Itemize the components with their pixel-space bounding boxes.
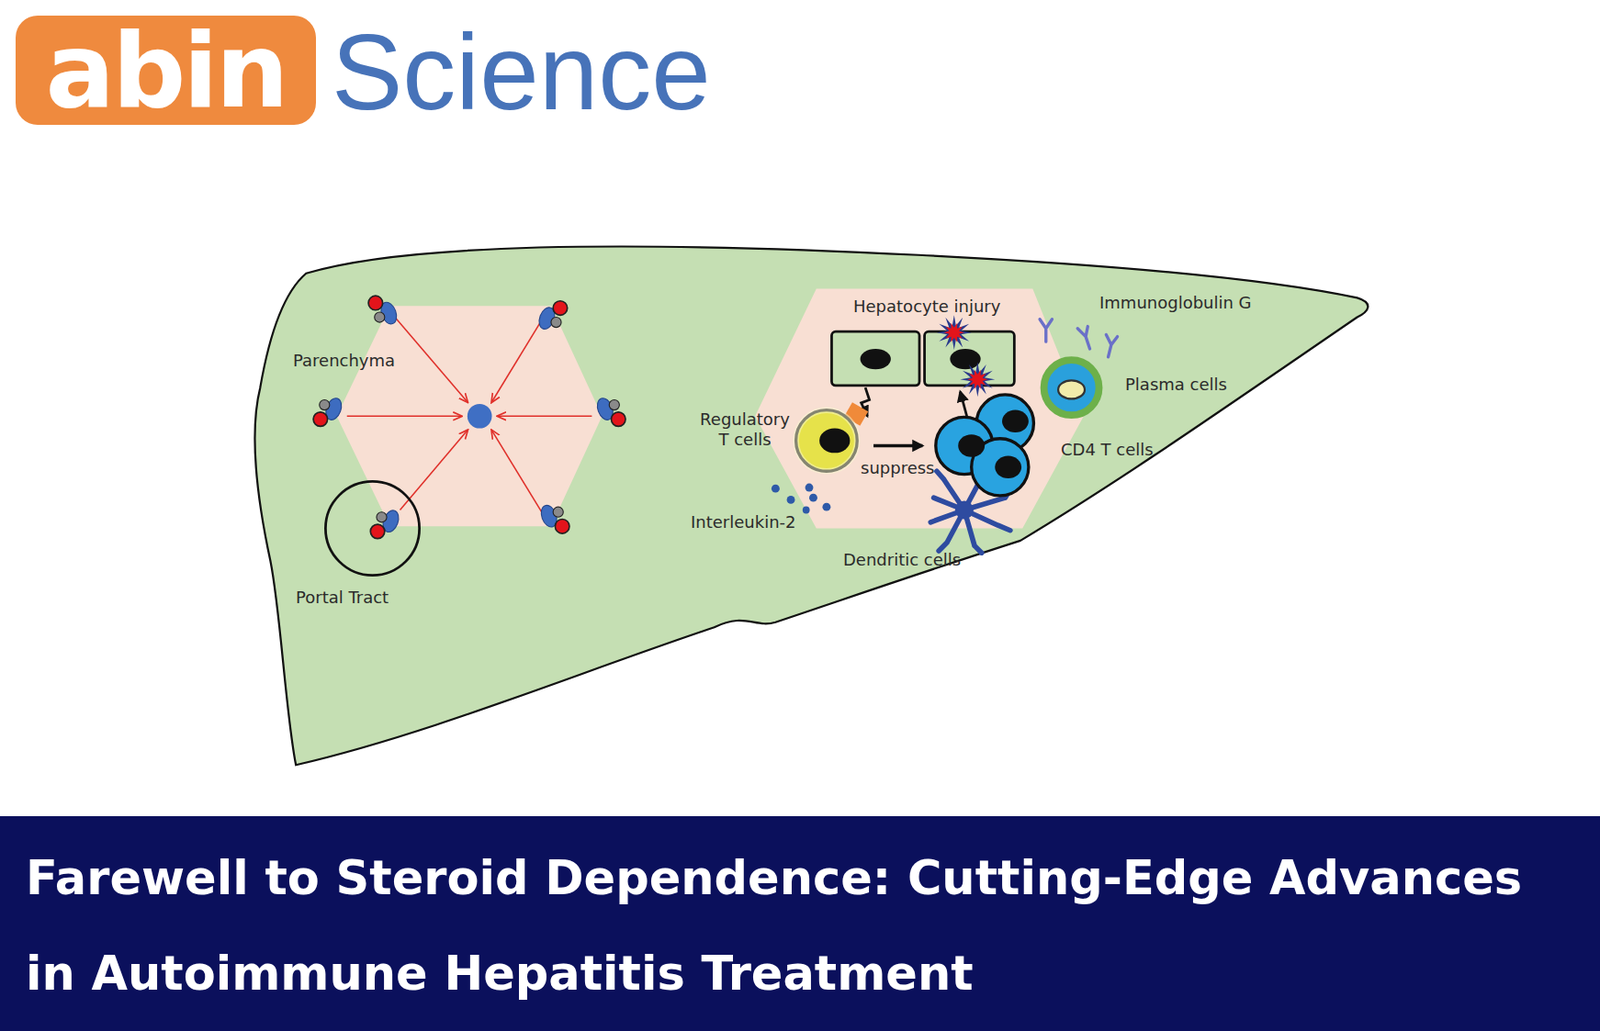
logo-box: abin [15,15,316,125]
banner-title: Farewell to Steroid Dependence: Cutting-… [25,831,1588,1023]
injury-burst [967,370,988,390]
logo-text: abin [45,19,287,123]
cell-label: Regulatory T cells [694,409,796,451]
injury-burst [944,323,965,343]
cell-label: Plasma cells [1125,374,1228,395]
injury-burst [936,315,972,350]
injury-burst [959,361,995,397]
cell-label: CD4 T cells [1060,439,1154,461]
cell-label: Dendritic cells [843,550,961,571]
region-label: Parenchyma [292,350,395,372]
cell-label: Hepatocyte injury [853,296,1001,317]
molecule-label: Immunoglobulin G [1099,292,1252,314]
region-label: Portal Tract [295,587,389,609]
action-label: suppress [860,458,935,479]
logo-word: Science [331,12,711,133]
molecule-label: Interleukin-2 [690,512,797,533]
